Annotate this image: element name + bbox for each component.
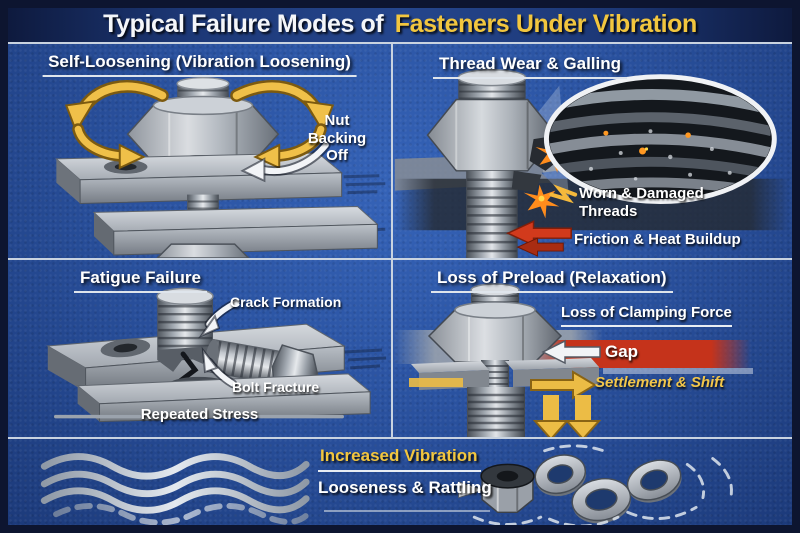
label-loss-of-clamping-force: Loss of Clamping Force [561, 304, 732, 327]
bolt-thread-stack [467, 387, 525, 439]
footer-underline [324, 510, 490, 512]
panel-grid: Self-Loosening (Vibration Loosening) Nut… [8, 42, 792, 439]
poster-background: Typical Failure Modes of Fasteners Under… [8, 8, 792, 525]
label-friction-heat: Friction & Heat Buildup [574, 231, 741, 248]
label-looseness-rattling: Looseness & Rattling [318, 478, 492, 497]
panel-heading-self-loosening: Self-Loosening (Vibration Loosening) [42, 52, 357, 77]
title-highlight: Fasteners Under Vibration [394, 10, 698, 38]
label-settlement-shift: Settlement & Shift [595, 374, 725, 391]
title-prefix: Typical Failure Modes of [103, 10, 384, 38]
galled-bolt [426, 69, 566, 258]
hex-nut [126, 95, 280, 164]
label-worn-damaged-threads: Worn & Damaged Threads [579, 185, 704, 220]
motion-streaks [344, 348, 387, 370]
panel-self-loosening: Self-Loosening (Vibration Loosening) Nut… [8, 44, 393, 260]
fatigue-illustration [46, 287, 387, 423]
footer-illustration [40, 444, 733, 525]
vibration-waves-icon [40, 453, 314, 525]
rotation-arrows-icon [64, 79, 335, 170]
settlement-arrows-icon [409, 370, 602, 439]
rattle-arcs-icon [472, 444, 733, 525]
title-bar: Typical Failure Modes of Fasteners Under… [8, 8, 792, 42]
crack-pointer-arrow-icon [198, 297, 242, 339]
thread-wear-illustration [394, 69, 791, 258]
label-gap: Gap [605, 342, 639, 361]
nut-pointer-arrow-icon [240, 140, 331, 183]
panel-loss-of-preload: Loss of Preload (Relaxation) Loss of Cla… [393, 260, 792, 439]
label-crack-formation: Crack Formation [230, 294, 342, 310]
bolt-head [156, 243, 250, 258]
label-repeated-stress: Repeated Stress [140, 406, 259, 423]
fracture-pointer-arrow-icon [201, 346, 238, 389]
backed-off-nut [427, 283, 563, 363]
loose-washers-icon [534, 454, 682, 524]
damage-zigzag-icon [549, 184, 578, 204]
looseness-pointer-icon [458, 481, 486, 499]
panel-thread-wear: Thread Wear & Galling Worn & Damaged Thr… [393, 44, 792, 260]
friction-arrows-icon [506, 220, 572, 257]
label-increased-vibration: Increased Vibration [318, 446, 482, 472]
panel-heading-fatigue: Fatigue Failure [74, 268, 207, 293]
panel-heading-loss-of-preload: Loss of Preload (Relaxation) [431, 268, 673, 293]
self-loosening-illustration [55, 76, 386, 258]
white-streak [603, 368, 753, 374]
bottom-plate [92, 205, 379, 256]
label-nut-backing-off: Nut Backing Off [307, 112, 367, 165]
footer-strip: Increased Vibration Looseness & Rattling [8, 437, 792, 525]
panel-fatigue-failure: Fatigue Failure Crack Formation Bolt Fra… [8, 260, 393, 439]
loose-nut-icon [480, 463, 535, 514]
gap-arrow-icon [541, 339, 601, 365]
panel-heading-thread-wear: Thread Wear & Galling [433, 54, 628, 79]
preload-illustration [393, 283, 753, 439]
magnified-threads-inset [543, 74, 777, 205]
label-bolt-fracture: Bolt Fracture [232, 379, 320, 395]
